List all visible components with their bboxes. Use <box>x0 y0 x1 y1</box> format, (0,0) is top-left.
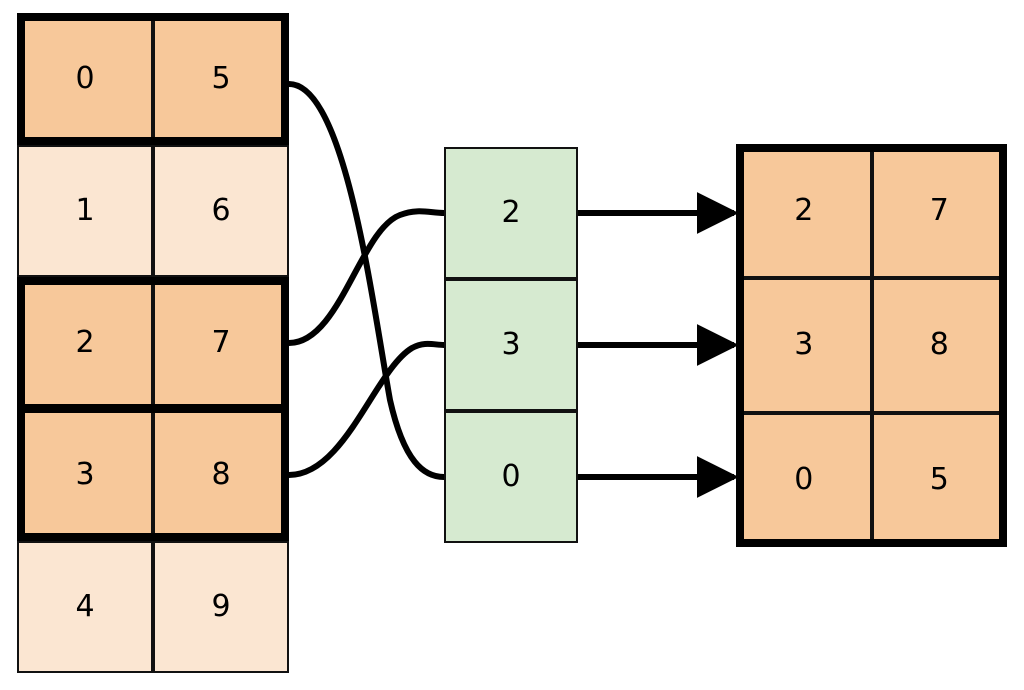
curve-connector-row2 <box>288 208 445 346</box>
source-cell-r0c0: 0 <box>17 13 153 145</box>
source-cell-r3c0: 3 <box>17 409 153 541</box>
curve-connector-row3 <box>288 340 445 478</box>
list-item[interactable]: 0 <box>444 411 578 543</box>
list-item[interactable]: 2 <box>444 147 578 279</box>
index-column: 2 3 0 <box>444 147 578 543</box>
result-cell-r0c1: 7 <box>871 144 1007 279</box>
table-row[interactable]: 2 7 <box>736 144 1007 279</box>
source-cell-r1c1: 6 <box>153 145 289 277</box>
source-cell-r2c1: 7 <box>153 277 289 409</box>
result-table: 2 7 3 8 0 5 <box>736 144 1007 547</box>
source-cell-r4c0: 4 <box>17 541 153 673</box>
source-cell-r1c0: 1 <box>17 145 153 277</box>
list-item[interactable]: 3 <box>444 279 578 411</box>
table-row[interactable]: 4 9 <box>17 541 289 673</box>
index-cell-0: 2 <box>444 147 578 279</box>
source-cell-r3c1: 8 <box>153 409 289 541</box>
index-cell-1: 3 <box>444 279 578 411</box>
table-row[interactable]: 1 6 <box>17 145 289 277</box>
source-cell-r4c1: 9 <box>153 541 289 673</box>
table-row[interactable]: 0 5 <box>736 412 1007 547</box>
table-row[interactable]: 0 5 <box>17 13 289 145</box>
result-cell-r0c0: 2 <box>736 144 872 279</box>
curve-connector-row0 <box>288 81 445 480</box>
table-row[interactable]: 2 7 <box>17 277 289 409</box>
result-cell-r1c0: 3 <box>736 278 872 413</box>
source-cell-r2c0: 2 <box>17 277 153 409</box>
source-cell-r0c1: 5 <box>153 13 289 145</box>
result-cell-r2c1: 5 <box>871 412 1007 547</box>
result-cell-r2c0: 0 <box>736 412 872 547</box>
source-table: 0 5 1 6 2 7 3 8 4 9 <box>17 13 289 673</box>
table-row[interactable]: 3 8 <box>17 409 289 541</box>
result-cell-r1c1: 8 <box>871 278 1007 413</box>
index-cell-2: 0 <box>444 411 578 543</box>
table-row[interactable]: 3 8 <box>736 278 1007 413</box>
